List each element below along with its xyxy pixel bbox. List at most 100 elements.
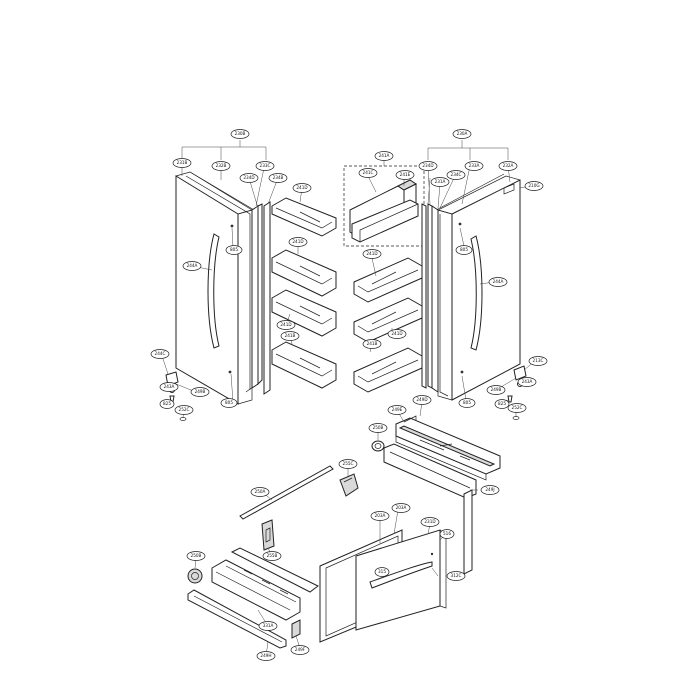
- callout-243A-left: 243A: [159, 382, 179, 392]
- dairy-bin-tray: [351, 199, 419, 243]
- svg-text:241D: 241D: [391, 331, 402, 336]
- svg-text:249B: 249B: [491, 387, 502, 392]
- callout-249J: 249J: [480, 485, 500, 495]
- callout-233A: 233A: [464, 161, 484, 171]
- callout-252C-left: 252C: [174, 405, 194, 415]
- callout-241E: 241E: [395, 170, 415, 180]
- svg-text:312C: 312C: [451, 573, 462, 578]
- svg-text:331A: 331A: [263, 623, 274, 628]
- svg-text:252C: 252C: [179, 407, 190, 412]
- svg-text:241D: 241D: [366, 251, 377, 256]
- left-door-assembly: [161, 140, 279, 421]
- right-bin-2: [353, 297, 423, 343]
- callout-203A-upper: 203A: [391, 503, 411, 513]
- callout-231D: 231D: [420, 517, 440, 527]
- callout-249H: 249H: [256, 651, 276, 661]
- callout-255C: 255C: [338, 459, 358, 469]
- callout-249B-left: 249B: [190, 387, 210, 397]
- svg-text:249B: 249B: [195, 389, 206, 394]
- callout-231A: 231A: [430, 177, 450, 187]
- svg-text:231A: 231A: [435, 179, 446, 184]
- callout-825-right: 825: [494, 399, 510, 409]
- callout-825-left: 825: [159, 399, 175, 409]
- dairy-bin-group: [343, 160, 425, 247]
- right-door-strip-234C: [421, 203, 427, 389]
- svg-text:233C: 233C: [260, 163, 271, 168]
- svg-text:243A: 243A: [164, 384, 175, 389]
- freezer-drawer-assembly: [187, 401, 501, 657]
- callout-labels: 230B 231B 232B 233C 234D 234B 241D 241D …: [150, 129, 548, 661]
- callout-249E: 249E: [387, 405, 407, 415]
- svg-text:234C: 234C: [451, 172, 462, 177]
- callout-203A-lower: 203A: [370, 511, 390, 521]
- callout-210G: 210G: [524, 181, 544, 191]
- callout-249D: 249D: [412, 395, 432, 405]
- right-door-strip-234D: [427, 203, 433, 389]
- right-door-assembly: [421, 140, 535, 420]
- callout-241C: 241C: [358, 168, 378, 178]
- svg-text:203A: 203A: [375, 513, 386, 518]
- callout-244C: 244C: [150, 349, 170, 359]
- svg-text:805: 805: [460, 247, 468, 252]
- svg-text:805: 805: [463, 400, 471, 405]
- callout-244A-right: 244A: [488, 277, 508, 287]
- right-door-panel: [451, 179, 521, 401]
- right-bin-3: [353, 347, 423, 393]
- svg-text:230A: 230A: [457, 131, 468, 136]
- callout-241D-right2: 241D: [387, 329, 407, 339]
- svg-text:230B: 230B: [235, 131, 246, 136]
- drawer-left-frame: [211, 547, 319, 621]
- svg-text:233A: 233A: [469, 163, 480, 168]
- roller-left: [187, 568, 203, 584]
- callout-233C: 233C: [255, 161, 275, 171]
- callout-234D-right: 234D: [418, 161, 438, 171]
- callout-213C: 213C: [528, 356, 548, 366]
- svg-text:315: 315: [378, 569, 386, 574]
- svg-text:213C: 213C: [533, 358, 544, 363]
- callout-241B-right: 241B: [362, 339, 382, 349]
- svg-text:249F: 249F: [295, 647, 306, 652]
- callout-241D-top: 241D: [292, 183, 312, 193]
- svg-text:243A: 243A: [522, 379, 533, 384]
- callout-243A-right: 243A: [517, 377, 537, 387]
- svg-text:244C: 244C: [155, 351, 166, 356]
- callout-805-right-top: 805: [455, 245, 473, 255]
- left-bin-1: [271, 197, 337, 237]
- callout-234C: 234C: [446, 170, 466, 180]
- svg-text:241B: 241B: [367, 341, 378, 346]
- right-door-frame-233A: [431, 205, 439, 393]
- svg-text:234D: 234D: [243, 175, 254, 180]
- callout-230A: 230A: [452, 129, 472, 139]
- right-door-bins: [353, 257, 423, 393]
- svg-text:210G: 210G: [528, 183, 539, 188]
- callout-234B: 234B: [268, 173, 288, 183]
- svg-text:241C: 241C: [363, 170, 374, 175]
- left-door-strip-234D: [257, 203, 263, 386]
- left-door-bins: [271, 187, 337, 389]
- callout-241D-right1: 241D: [362, 249, 382, 259]
- svg-text:232A: 232A: [503, 163, 514, 168]
- bracket-255C: [339, 473, 359, 497]
- callout-312C: 312C: [446, 571, 466, 581]
- svg-text:252C: 252C: [512, 405, 523, 410]
- callout-250B-top: 250B: [368, 423, 388, 433]
- drawer-handle: [369, 561, 433, 589]
- callout-234D-left: 234D: [239, 173, 259, 183]
- svg-text:805: 805: [230, 247, 238, 252]
- right-door-gasket: [435, 173, 505, 397]
- svg-text:250B: 250B: [373, 425, 384, 430]
- svg-text:805: 805: [225, 400, 233, 405]
- svg-text:203A: 203A: [396, 505, 407, 510]
- drawer-slide-rail: [187, 589, 287, 649]
- callout-241D-low: 241D: [276, 320, 296, 330]
- left-bin-4: [271, 341, 337, 389]
- callout-232A: 232A: [498, 161, 518, 171]
- svg-text:241E: 241E: [400, 172, 411, 177]
- callout-805-right-bottom: 805: [458, 398, 476, 408]
- callout-241A: 241A: [374, 151, 394, 161]
- left-door-strip-234B: [263, 201, 271, 395]
- callout-331A: 331A: [258, 621, 278, 631]
- right-bin-1: [353, 257, 423, 303]
- clip-255B: [261, 519, 275, 551]
